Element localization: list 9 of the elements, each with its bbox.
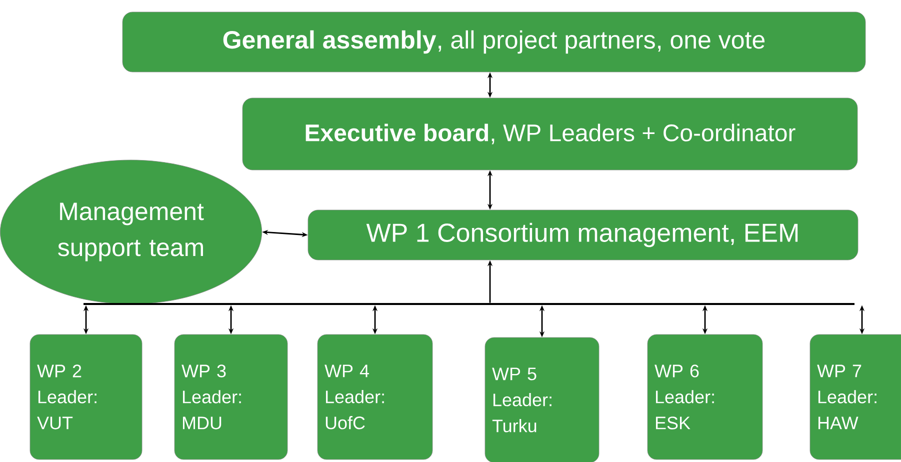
work-package-box: WP 2 Leader: VUT <box>30 334 142 460</box>
assembly-box: General assembly, all project partners, one vote <box>122 12 866 72</box>
work-package-box: WP 7 Leader: HAW <box>810 334 901 460</box>
work-package-box: WP 6 Leader: ESK <box>647 334 763 460</box>
work-package-box: WP 4 Leader: UofC <box>317 334 433 460</box>
work-package-box: WP 5 Leader: Turku <box>484 337 600 462</box>
management-box: WP 1 Consortium management, EEM <box>308 210 858 260</box>
board-box: Executive board, WP Leaders + Co-ordinator <box>242 98 858 170</box>
work-package-box: WP 3 Leader: MDU <box>174 334 288 460</box>
